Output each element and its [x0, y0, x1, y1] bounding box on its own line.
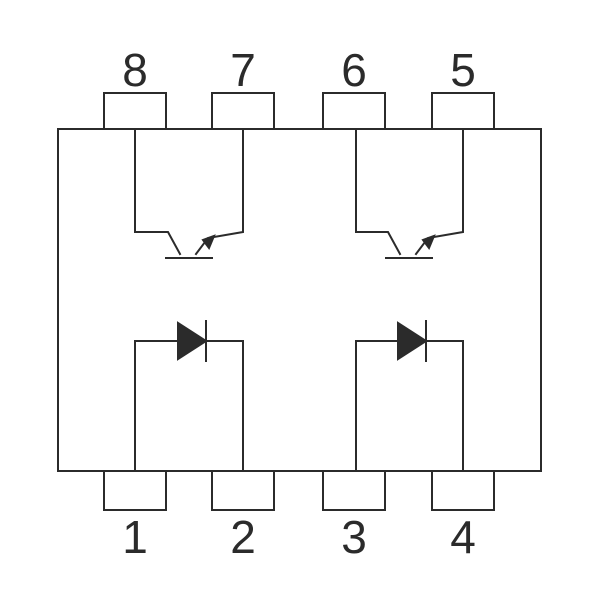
pin-5-pad	[431, 92, 495, 130]
pin-3-pad	[322, 470, 386, 511]
pin-label-7: 7	[230, 44, 256, 96]
led-right	[355, 320, 464, 472]
pin-label-4: 4	[450, 511, 476, 563]
pin-7-pad	[211, 92, 275, 130]
diode-triangle-left	[177, 321, 208, 361]
pin-8-pad	[103, 92, 167, 130]
emitter-wire-right	[414, 128, 464, 256]
pin-label-5: 5	[450, 44, 476, 96]
pin-label-1: 1	[122, 511, 148, 563]
emitter-arrow-right	[421, 234, 436, 250]
pin-label-8: 8	[122, 44, 148, 96]
pin-label-2: 2	[230, 511, 256, 563]
anode-wire-left	[134, 340, 179, 472]
diode-triangle-right	[397, 321, 428, 361]
collector-wire-right	[355, 128, 402, 256]
pin-2-pad	[211, 470, 275, 511]
anode-wire-right	[355, 340, 399, 472]
cathode-wire-right	[425, 340, 464, 472]
pin-1-pad	[103, 470, 167, 511]
pin-label-6: 6	[341, 44, 367, 96]
pin-label-3: 3	[341, 511, 367, 563]
emitter-arrow-left	[201, 234, 216, 250]
phototransistor-left	[134, 128, 244, 259]
led-left	[134, 320, 244, 472]
pin-4-pad	[431, 470, 495, 511]
package-body	[57, 128, 542, 472]
cathode-wire-left	[205, 340, 244, 472]
emitter-wire-left	[194, 128, 244, 256]
phototransistor-right	[355, 128, 464, 259]
collector-wire-left	[134, 128, 182, 256]
pin-6-pad	[322, 92, 386, 130]
